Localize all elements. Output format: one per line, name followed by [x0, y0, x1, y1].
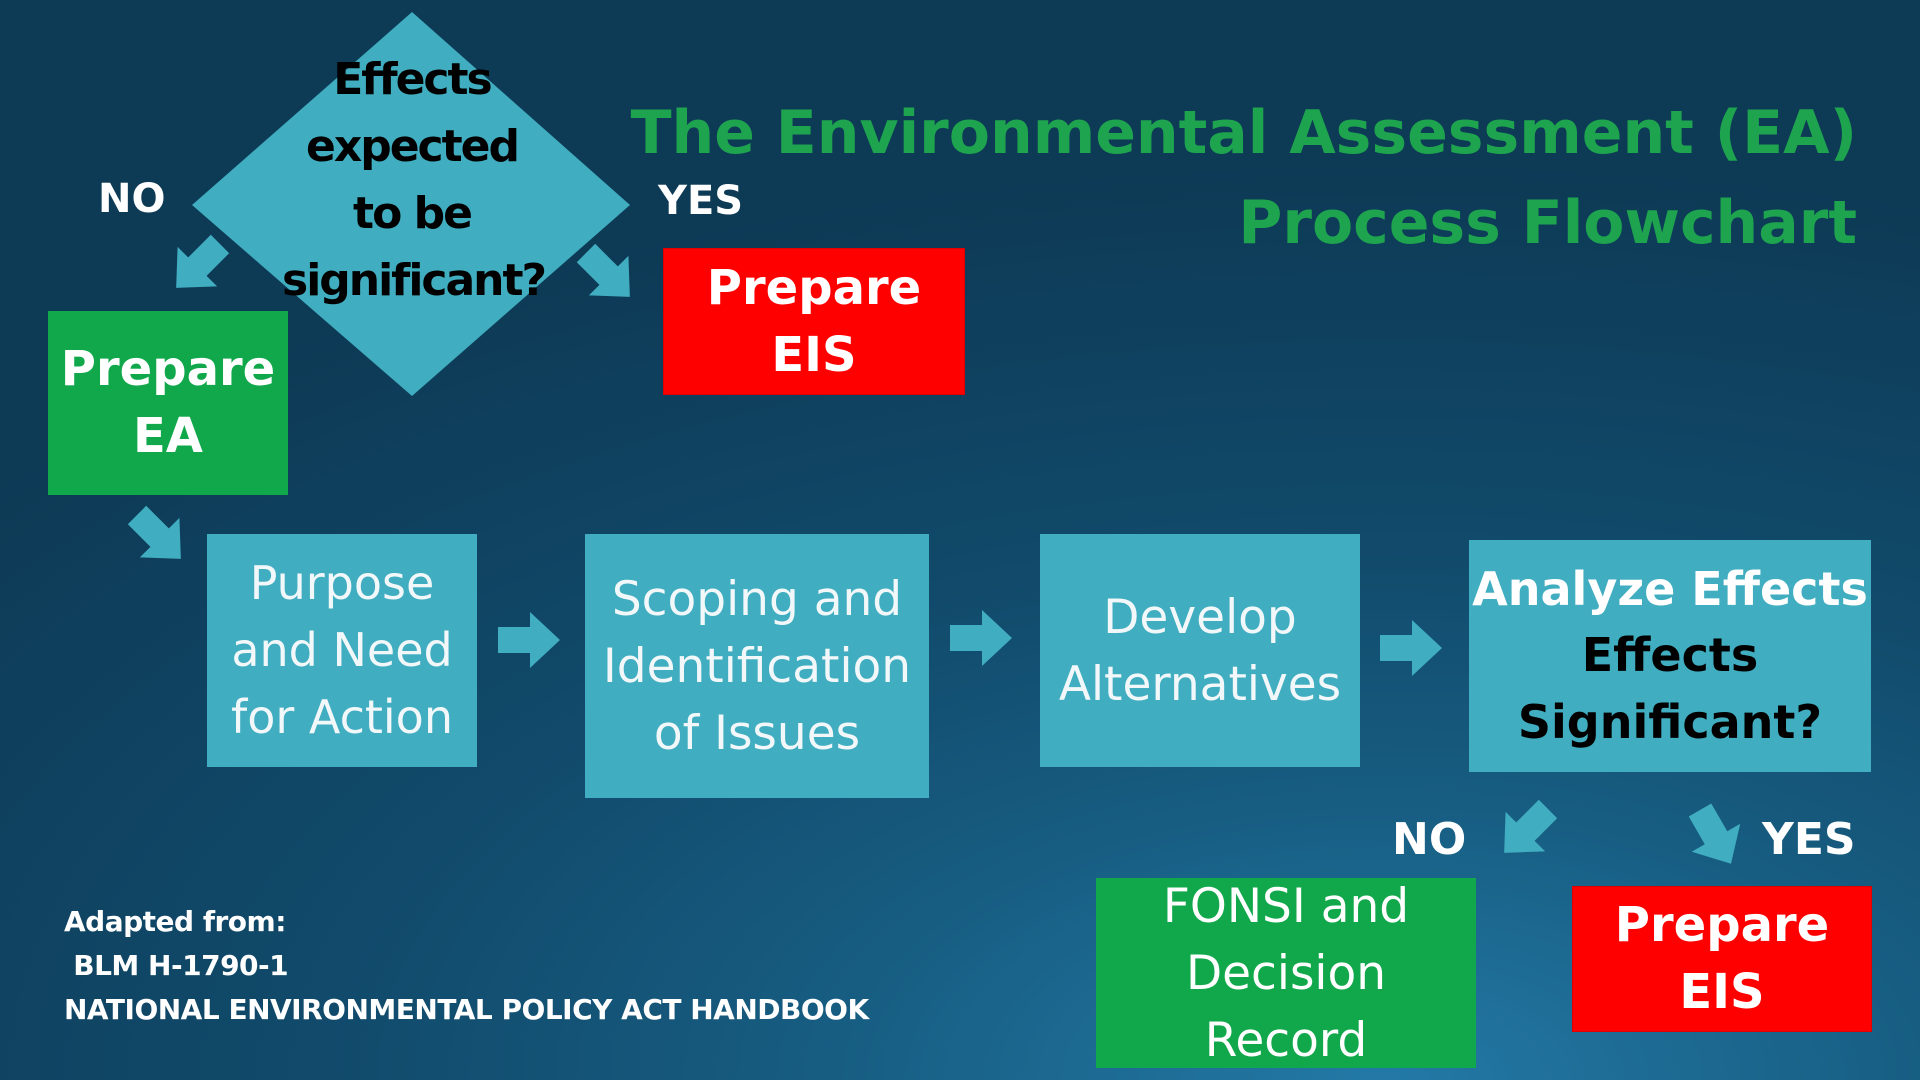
page-title: The Environmental Assessment (EA) Proces… [557, 88, 1857, 268]
prepare-ea-box: Prepare EA [48, 311, 288, 495]
arrow-purpose-to-scoping [498, 612, 560, 668]
yes-label-bottom: YES [1762, 814, 1856, 865]
fonsi-decision-record-text: FONSI and Decision Record [1162, 878, 1410, 1068]
prepare-ea-text: Prepare EA [60, 341, 276, 464]
analyze-effects-title: Analyze Effects [1472, 562, 1868, 616]
source-line-3: NATIONAL ENVIRONMENTAL POLICY ACT HANDBO… [64, 993, 869, 1026]
prepare-eis-bottom-text: Prepare EIS [1614, 897, 1830, 1020]
develop-alternatives-box: Develop Alternatives [1040, 534, 1360, 767]
develop-alternatives-text: Develop Alternatives [1058, 589, 1342, 712]
decision-diamond [192, 12, 630, 396]
scoping-text: Scoping and Identification of Issues [602, 571, 912, 761]
decision-question: Effects expected to be significant? [282, 54, 547, 306]
source-citation: Adapted from: BLM H-1790-1 NATIONAL ENVI… [64, 900, 869, 1032]
arrow-develop-to-analyze [1380, 620, 1442, 676]
arrow-yes-top [576, 243, 630, 297]
prepare-eis-top-text: Prepare EIS [706, 259, 922, 383]
arrow-no-top [176, 234, 230, 288]
scoping-box: Scoping and Identification of Issues [585, 534, 929, 798]
source-line-1: Adapted from: [64, 905, 286, 938]
purpose-need-text: Purpose and Need for Action [231, 556, 453, 744]
arrow-yes-bottom [1688, 803, 1741, 864]
arrow-no-bottom [1504, 799, 1558, 853]
source-line-2: BLM H-1790-1 [64, 949, 289, 982]
prepare-eis-bottom-box: Prepare EIS [1572, 886, 1872, 1032]
title-line-1: The Environmental Assessment (EA) [630, 98, 1857, 168]
title-line-2: Process Flowchart [1238, 188, 1857, 258]
prepare-eis-top-box: Prepare EIS [663, 248, 965, 395]
fonsi-decision-record-box: FONSI and Decision Record [1096, 878, 1476, 1068]
no-label-top: NO [98, 176, 166, 222]
purpose-need-box: Purpose and Need for Action [207, 534, 477, 767]
arrow-ea-to-purpose [127, 505, 181, 559]
no-label-bottom: NO [1392, 814, 1467, 865]
effects-significant-question: Effects Significant? [1517, 628, 1823, 749]
arrow-scoping-to-develop [950, 610, 1012, 666]
analyze-effects-box: Analyze Effects Effects Significant? [1469, 540, 1871, 772]
yes-label-top: YES [658, 178, 744, 224]
